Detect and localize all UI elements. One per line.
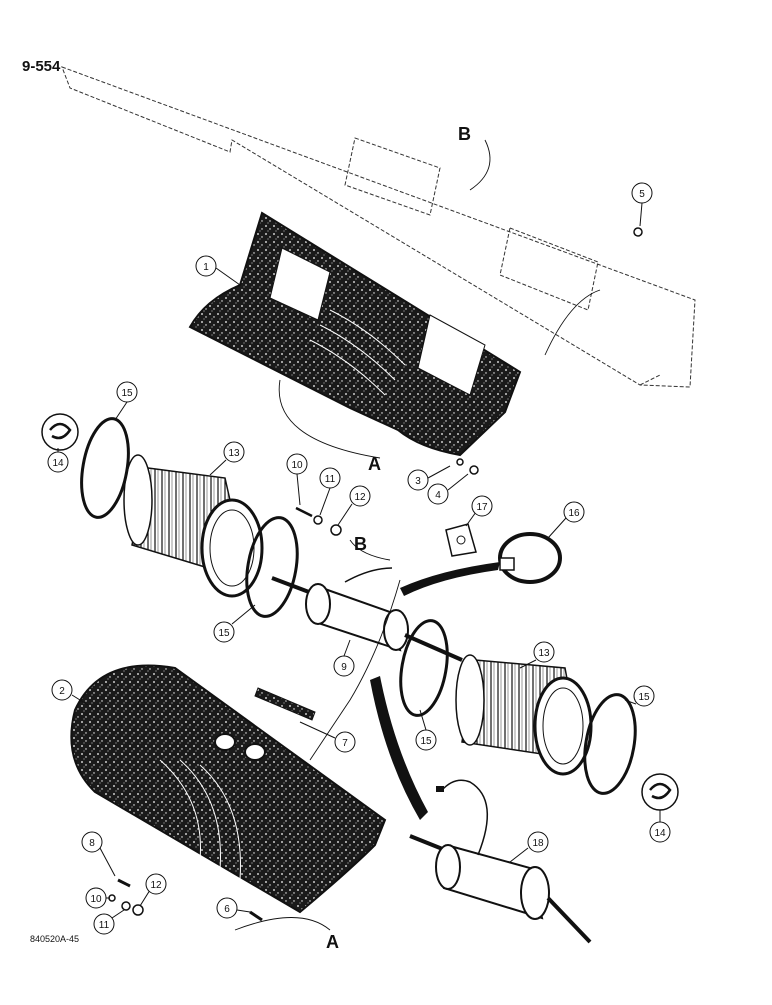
svg-text:14: 14 <box>52 458 64 469</box>
mounting-plate <box>61 66 696 388</box>
svg-text:13: 13 <box>538 648 550 659</box>
callout-10b: 10 <box>85 887 110 909</box>
svg-text:17: 17 <box>476 502 488 513</box>
callout-10a: 10 <box>286 453 308 506</box>
svg-text:15: 15 <box>218 628 230 639</box>
callout-11a: 11 <box>319 467 341 516</box>
reference-letter-labels: B A B A <box>326 124 471 952</box>
callout-16: 16 <box>547 501 585 539</box>
svg-text:13: 13 <box>228 448 240 459</box>
svg-text:18: 18 <box>532 838 544 849</box>
svg-text:16: 16 <box>568 508 580 519</box>
figure-code: 840520A-45 <box>30 934 80 944</box>
bracket <box>445 523 477 557</box>
svg-text:7: 7 <box>342 738 348 749</box>
callout-7: 7 <box>299 721 356 753</box>
callout-1: 1 <box>195 255 241 286</box>
seal-strip <box>254 687 316 721</box>
svg-text:14: 14 <box>654 828 666 839</box>
callout-15c: 15 <box>415 709 437 751</box>
svg-text:15: 15 <box>121 388 133 399</box>
retaining-rings <box>80 417 637 795</box>
ref-letter-a-mid: A <box>368 454 381 474</box>
svg-text:9: 9 <box>341 662 347 673</box>
svg-text:15: 15 <box>638 692 650 703</box>
svg-text:2: 2 <box>59 686 65 697</box>
callout-12a: 12 <box>337 485 371 526</box>
ref-letter-b-mid: B <box>354 534 367 554</box>
svg-text:11: 11 <box>325 474 336 485</box>
callout-2: 2 <box>51 679 89 706</box>
svg-text:11: 11 <box>99 920 110 931</box>
blower-motor <box>271 567 463 662</box>
clip-details <box>41 413 679 811</box>
blower-wheel-right <box>455 654 593 776</box>
callout-9: 9 <box>333 639 355 677</box>
ref-letter-a-bottom: A <box>326 932 339 952</box>
callout-13b: 13 <box>519 641 555 669</box>
callout-11b: 11 <box>93 909 125 935</box>
svg-text:3: 3 <box>415 476 421 487</box>
callout-14a: 14 <box>47 448 69 473</box>
callout-5: 5 <box>631 182 653 227</box>
svg-text:12: 12 <box>150 880 162 891</box>
callout-14b: 14 <box>649 810 671 843</box>
page-number: 9-554 <box>22 58 61 75</box>
svg-text:8: 8 <box>89 838 95 849</box>
svg-text:10: 10 <box>90 894 102 905</box>
callout-6: 6 <box>216 897 251 919</box>
callout-15a: 15 <box>114 381 138 421</box>
callout-4: 4 <box>427 473 469 505</box>
upper-housing <box>188 211 522 457</box>
svg-text:4: 4 <box>435 490 441 501</box>
direction-arrows <box>370 562 500 820</box>
callout-bubbles: 1 2 3 4 5 6 7 8 9 10 10 11 11 12 12 13 1… <box>47 182 671 935</box>
callout-12b: 12 <box>139 873 167 907</box>
svg-text:1: 1 <box>203 262 209 273</box>
fasteners <box>108 227 643 922</box>
callout-17: 17 <box>465 495 493 527</box>
callout-18: 18 <box>509 831 549 863</box>
hose-clamp <box>498 532 562 584</box>
replacement-motor <box>409 779 592 944</box>
blower-wheel-left <box>123 454 264 598</box>
lower-housing <box>70 664 387 914</box>
callout-13a: 13 <box>209 441 245 476</box>
svg-text:10: 10 <box>291 460 303 471</box>
svg-text:5: 5 <box>639 189 645 200</box>
callout-8: 8 <box>81 831 116 877</box>
callout-15d: 15 <box>624 685 655 707</box>
ref-letter-b-top: B <box>458 124 471 144</box>
svg-text:15: 15 <box>420 736 432 747</box>
reference-lines <box>234 139 601 931</box>
callout-15b: 15 <box>213 604 256 643</box>
svg-text:12: 12 <box>354 492 366 503</box>
svg-text:6: 6 <box>224 904 230 915</box>
callout-3: 3 <box>407 465 451 491</box>
